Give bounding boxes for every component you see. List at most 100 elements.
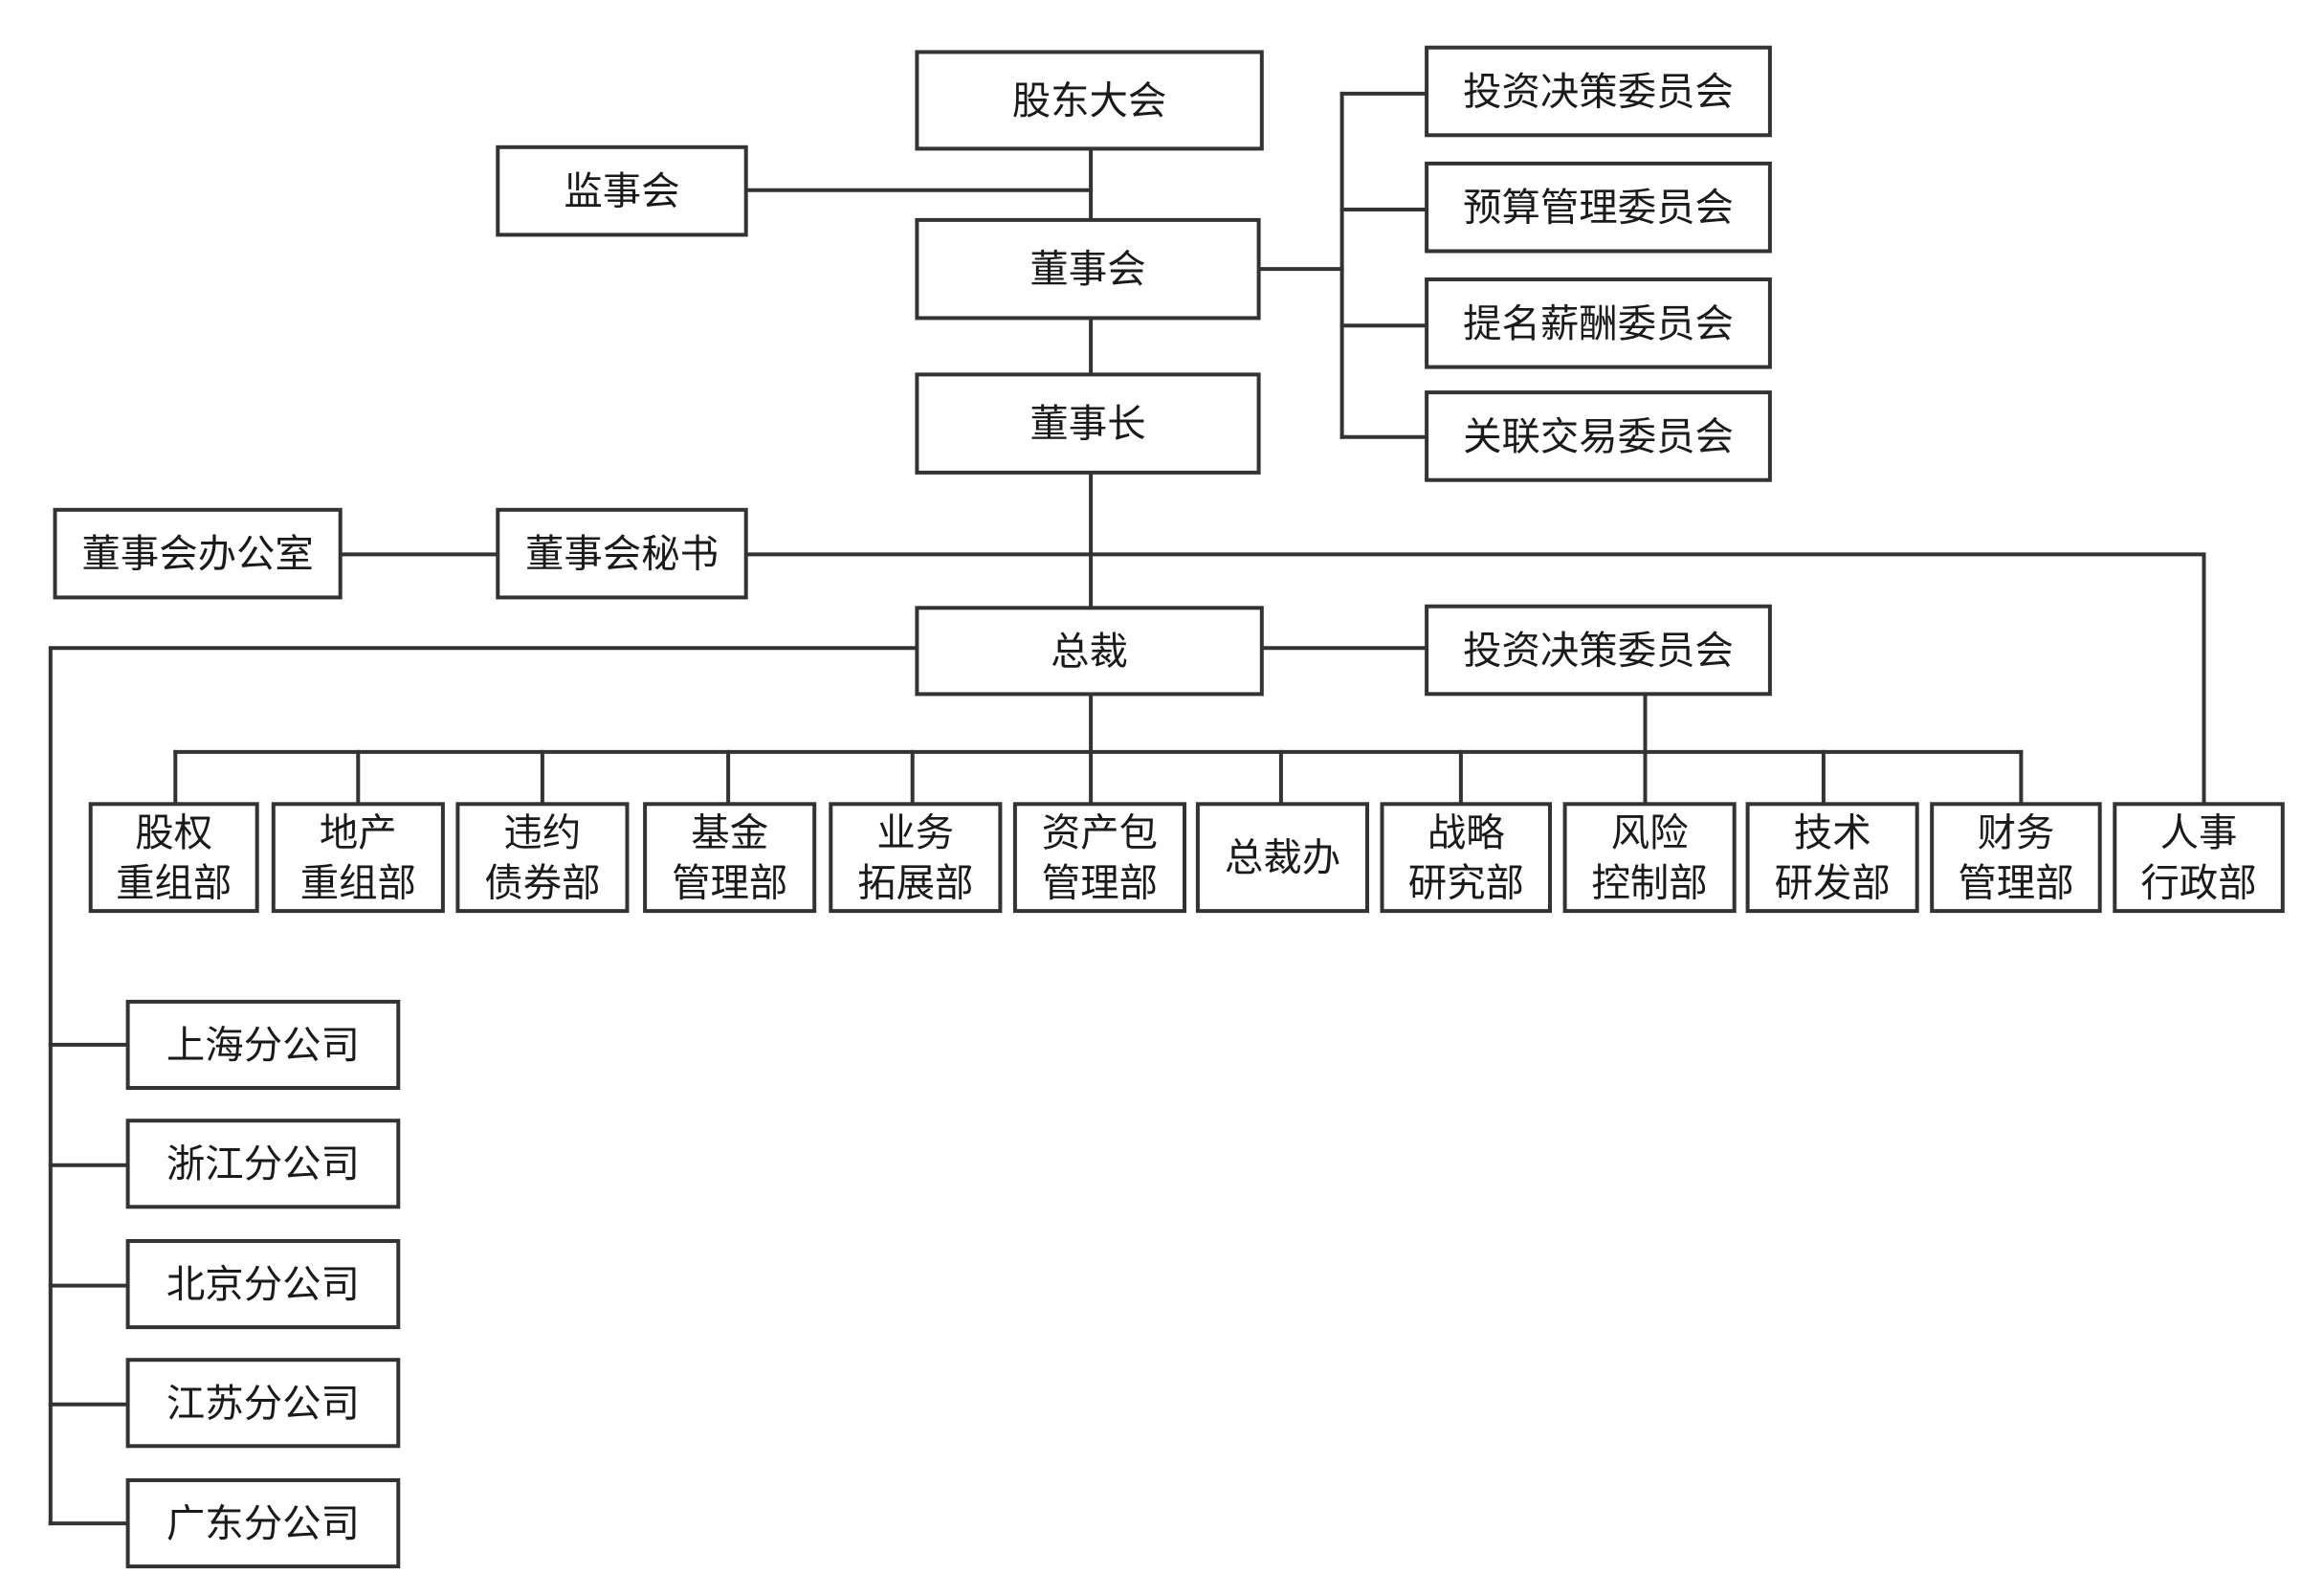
connector-line-12 (743, 552, 2206, 807)
org-node-label: 浙江分公司 (166, 1141, 360, 1186)
org-node-label: 预算管理委员会 (1463, 185, 1734, 231)
org-node-branch-beijing: 北京分公司 (125, 1239, 401, 1330)
org-node-label: 基金 (691, 809, 768, 855)
org-node-branch-zhejiang: 浙江分公司 (125, 1119, 401, 1209)
org-node-label: 拓展部 (857, 860, 973, 906)
org-node-label: 董事长 (1029, 401, 1145, 447)
org-node-label: 行政部 (2140, 860, 2256, 906)
org-node-related-party-committee: 关联交易委员会 (1425, 390, 1772, 482)
org-node-box (1562, 802, 1737, 914)
org-node-label: 重组部 (116, 860, 232, 906)
org-node-label: 业务 (876, 809, 954, 855)
org-node-label: 投资决策委员会 (1463, 69, 1734, 115)
org-node-label: 董事会办公室 (81, 531, 313, 577)
org-node-label: 债券部 (484, 860, 600, 906)
org-node-label: 技术 (1794, 809, 1871, 855)
org-node-box (1012, 802, 1187, 914)
org-node-label: 上海分公司 (166, 1022, 360, 1068)
org-node-label: 地产 (320, 809, 397, 855)
nodes: 股东大会监事会董事会董事长投资决策委员会预算管理委员会提名薪酬委员会关联交易委员… (53, 45, 2285, 1569)
org-node-box (2113, 802, 2285, 914)
org-node-box (271, 802, 445, 914)
org-node-board-secretary: 董事会秘书 (496, 507, 748, 600)
org-node-label: 江苏分公司 (166, 1380, 360, 1426)
org-node-board-office: 董事会办公室 (53, 507, 343, 600)
org-node-box (1425, 45, 1772, 138)
org-node-label: 管理部 (672, 860, 787, 906)
connectors (48, 91, 2206, 1526)
org-node-label: 广东分公司 (166, 1500, 360, 1546)
org-node-label: 重组部 (300, 860, 416, 906)
org-node-label: 控制部 (1592, 860, 1708, 906)
org-node-label: 股东大会 (1012, 78, 1167, 123)
org-node-box (125, 1358, 401, 1449)
org-node-supervisory-board: 监事会 (496, 144, 748, 237)
org-node-label: 关联交易委员会 (1463, 413, 1734, 459)
org-node-box (915, 372, 1261, 475)
org-node-label: 管理部 (1958, 860, 2073, 906)
org-node-box (1425, 604, 1772, 697)
org-node-box (1425, 161, 1772, 254)
org-node-label: 董事会秘书 (525, 531, 719, 577)
org-node-label: 北京分公司 (166, 1261, 360, 1307)
org-node-box (496, 507, 748, 600)
org-node-label: 研发部 (1775, 860, 1891, 906)
org-node-label: 人事 (2160, 809, 2238, 855)
org-node-box (53, 507, 343, 600)
org-node-box (125, 999, 401, 1091)
org-node-label: 投资决策委员会 (1463, 628, 1734, 674)
org-node-branch-guangdong: 广东分公司 (125, 1478, 401, 1569)
org-node-label: 股权 (135, 809, 212, 855)
org-node-box (88, 802, 259, 914)
org-node-box (125, 1119, 401, 1209)
org-node-board-of-directors: 董事会 (915, 217, 1261, 321)
org-node-label: 总裁办 (1225, 834, 1340, 880)
org-node-label: 风险 (1611, 809, 1689, 855)
org-node-label: 提名薪酬委员会 (1463, 300, 1734, 346)
org-node-label: 财务 (1978, 809, 2055, 855)
org-node-branch-jiangsu: 江苏分公司 (125, 1358, 401, 1449)
org-node-box (915, 606, 1264, 697)
org-node-box (455, 802, 630, 914)
org-node-investment-committee: 投资决策委员会 (1425, 45, 1772, 138)
org-node-label: 资产包 (1042, 809, 1158, 855)
org-node-label: 研究部 (1408, 860, 1524, 906)
org-node-box (915, 50, 1264, 151)
org-node-box (496, 144, 748, 237)
org-node-box (1380, 802, 1552, 914)
org-node-box (125, 1478, 401, 1569)
org-node-label: 战略 (1428, 809, 1505, 855)
org-node-label: 违约 (504, 809, 582, 855)
org-node-shareholders-meeting: 股东大会 (915, 50, 1264, 151)
connector-line-14 (48, 646, 919, 1526)
org-node-label: 管理部 (1042, 860, 1158, 906)
org-node-label: 总裁 (1051, 628, 1128, 674)
org-node-box (829, 802, 1003, 914)
org-node-box (643, 802, 817, 914)
org-node-president: 总裁 (915, 606, 1264, 697)
org-node-label: 董事会 (1029, 246, 1145, 292)
org-node-box (1930, 802, 2102, 914)
org-node-box (1745, 802, 1919, 914)
org-node-budget-committee: 预算管理委员会 (1425, 161, 1772, 254)
org-node-nomination-committee: 提名薪酬委员会 (1425, 277, 1772, 369)
org-node-box (915, 217, 1261, 321)
org-node-dept-president-office: 总裁办 (1195, 802, 1370, 914)
org-node-box (1425, 277, 1772, 369)
org-node-box (125, 1239, 401, 1330)
org-node-chairman: 董事长 (915, 372, 1261, 475)
org-node-label: 监事会 (564, 168, 679, 214)
org-node-box (1425, 390, 1772, 482)
